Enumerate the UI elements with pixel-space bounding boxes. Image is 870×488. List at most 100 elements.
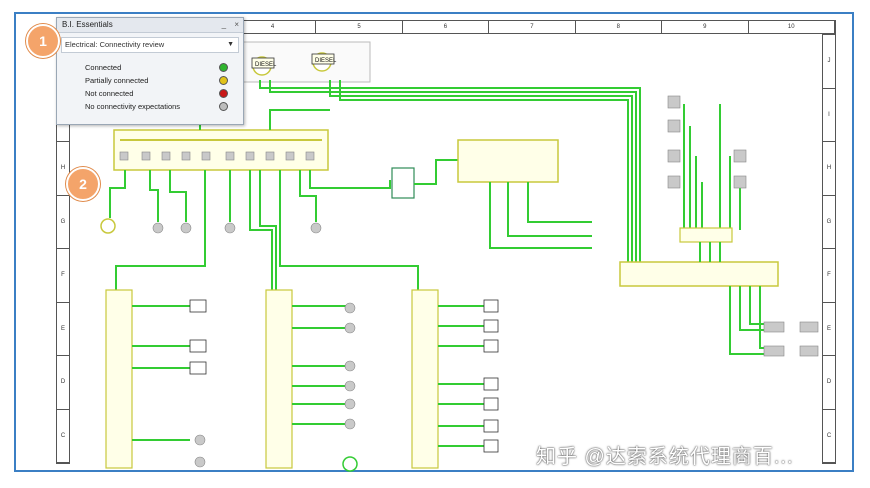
connector[interactable] (285, 151, 295, 161)
legend-label: Partially connected (85, 76, 149, 85)
drop-wire (169, 170, 187, 222)
load-symbol[interactable] (310, 222, 322, 234)
panel-controls: _ × (216, 18, 239, 32)
connector[interactable] (733, 175, 747, 189)
watermark: 知乎 @达索系统代理商百... (536, 446, 794, 468)
right-wire (729, 286, 764, 355)
trunk-wire (339, 80, 629, 262)
breaker[interactable] (483, 299, 499, 313)
bus-wire (269, 109, 330, 130)
callout-badge-2: 2 (66, 167, 100, 201)
connector[interactable] (225, 151, 235, 161)
trunk-wire (329, 80, 633, 262)
chevron-down-icon[interactable]: ▼ (227, 41, 234, 48)
load-symbol[interactable] (152, 222, 164, 234)
breaker[interactable] (483, 377, 499, 391)
review-mode-dropdown[interactable]: Electrical: Connectivity review ▼ (61, 37, 239, 53)
ruler-cell: F (823, 249, 835, 303)
load-symbol[interactable] (344, 360, 356, 372)
load-symbol[interactable] (342, 456, 358, 472)
dist-wire (527, 182, 592, 223)
junction-box[interactable] (679, 227, 733, 243)
right-ruler: J I H G F E D C (822, 34, 836, 464)
generator-label-box (311, 53, 335, 65)
red-status-icon (219, 89, 228, 98)
ruler-cell: G (57, 196, 69, 249)
ruler-cell: 6 (403, 21, 490, 33)
connector[interactable] (667, 175, 681, 189)
load-symbol[interactable] (344, 398, 356, 410)
connector[interactable] (161, 151, 171, 161)
connector[interactable] (667, 149, 681, 163)
distribution-box[interactable] (457, 139, 559, 183)
green-status-icon (219, 63, 228, 72)
dropdown-value: Electrical: Connectivity review (65, 40, 165, 49)
close-icon[interactable]: × (234, 20, 239, 29)
bi-essentials-panel[interactable]: B.I. Essentials _ × Electrical: Connecti… (56, 17, 244, 125)
load-symbol[interactable] (344, 418, 356, 430)
right-wire (749, 286, 764, 325)
ruler-cell: E (57, 303, 69, 356)
breaker[interactable] (483, 319, 499, 333)
minimize-icon[interactable]: _ (221, 20, 227, 29)
panel-right[interactable] (411, 289, 439, 469)
connector[interactable] (141, 151, 151, 161)
connector[interactable] (201, 151, 211, 161)
panel-title-bar[interactable]: B.I. Essentials _ × (57, 18, 243, 33)
connectivity-legend: Connected Partially connected Not connec… (65, 61, 243, 113)
ruler-cell: G (823, 196, 835, 249)
connector[interactable] (119, 151, 129, 161)
trunk-wire (269, 80, 637, 262)
legend-item-connected: Connected (65, 61, 243, 74)
drop-wire (109, 170, 126, 218)
panel-middle[interactable] (265, 289, 293, 469)
ruler-cell: 10 (749, 21, 835, 33)
load-symbol[interactable] (180, 222, 192, 234)
dist-wire (489, 182, 592, 249)
ruler-cell: C (823, 410, 835, 463)
drop-wire (149, 170, 159, 222)
load-symbol[interactable] (224, 222, 236, 234)
panel-title: B.I. Essentials (62, 20, 113, 29)
load-symbol[interactable] (344, 380, 356, 392)
ruler-cell: 5 (316, 21, 403, 33)
xfmr-wire (414, 159, 460, 185)
connector[interactable] (245, 151, 255, 161)
breaker[interactable] (483, 439, 499, 453)
load-symbol[interactable] (194, 434, 206, 446)
connector[interactable] (667, 119, 681, 133)
breaker[interactable] (189, 361, 207, 375)
right-wire (759, 286, 764, 349)
connector[interactable] (305, 151, 315, 161)
connector[interactable] (667, 95, 681, 109)
load-symbol[interactable] (344, 302, 356, 314)
ruler-cell: E (823, 303, 835, 356)
panel-left[interactable] (105, 289, 133, 469)
load-symbol[interactable] (344, 322, 356, 334)
legend-label: Not connected (85, 89, 134, 98)
connector[interactable] (181, 151, 191, 161)
gray-status-icon (219, 102, 228, 111)
connector[interactable] (799, 345, 819, 357)
connector[interactable] (763, 345, 785, 357)
ruler-cell: C (57, 410, 69, 463)
connector[interactable] (763, 321, 785, 333)
breaker[interactable] (483, 397, 499, 411)
connector[interactable] (733, 149, 747, 163)
breaker[interactable] (189, 339, 207, 353)
ruler-cell: 7 (489, 21, 576, 33)
connector[interactable] (265, 151, 275, 161)
transformer[interactable] (391, 167, 415, 199)
breaker[interactable] (483, 419, 499, 433)
connector[interactable] (799, 321, 819, 333)
breaker[interactable] (483, 339, 499, 353)
ruler-cell: I (823, 89, 835, 142)
right-bus-box[interactable] (619, 261, 779, 287)
legend-item-partially-connected: Partially connected (65, 74, 243, 87)
load-symbol[interactable] (194, 456, 206, 468)
trunk-wire (259, 80, 641, 262)
breaker[interactable] (189, 299, 207, 313)
main-bus-box[interactable] (113, 129, 329, 171)
load-symbol[interactable] (100, 218, 116, 234)
